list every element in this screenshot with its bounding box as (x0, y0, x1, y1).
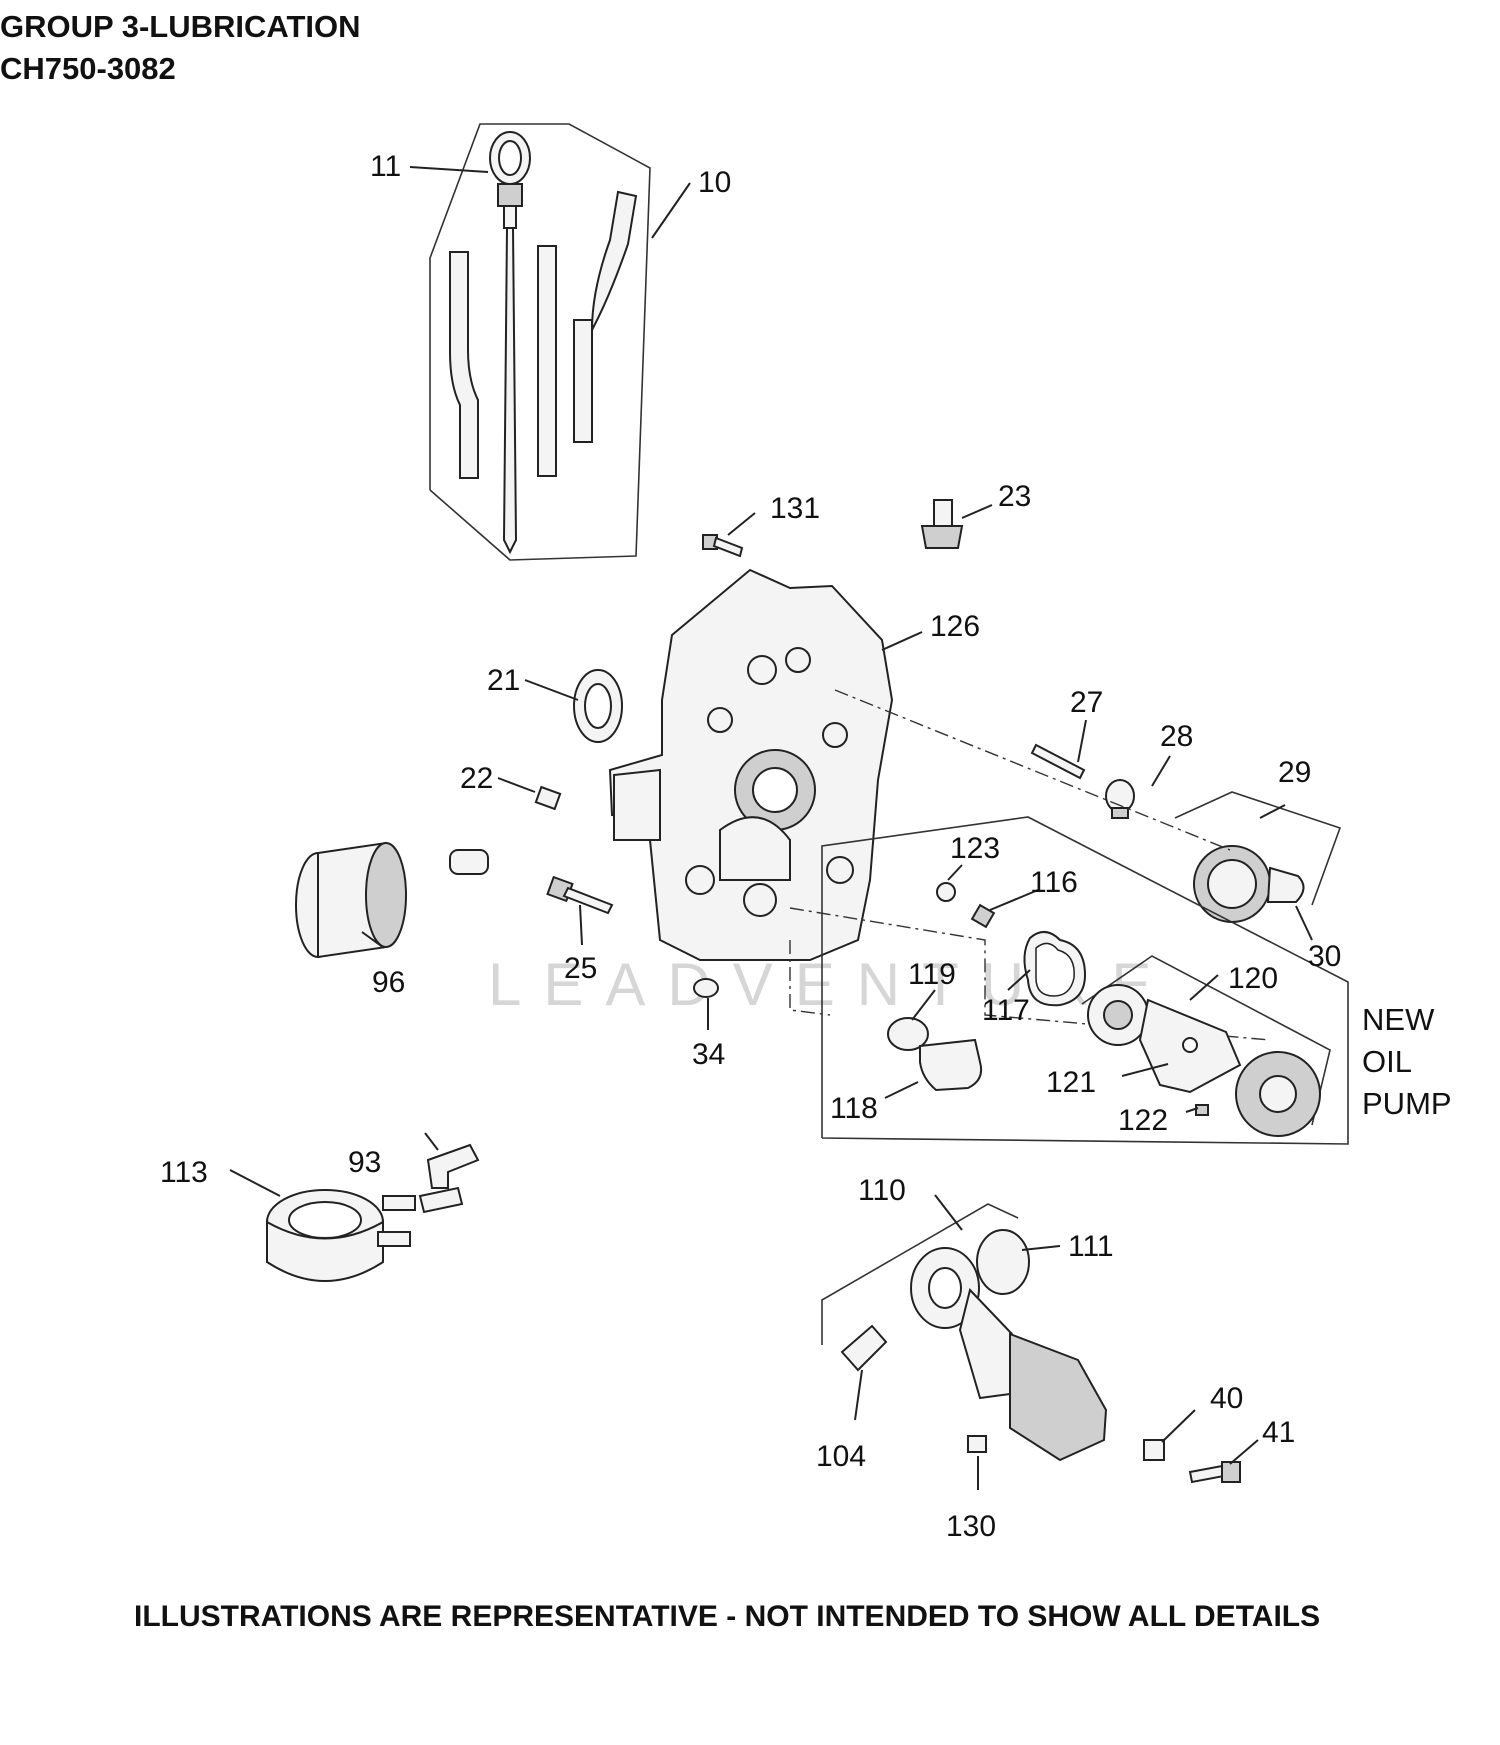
oil-cooler-group (821, 1203, 1241, 1484)
group-title: GROUP 3-LUBRICATION (0, 9, 361, 44)
filter-adapter (449, 849, 489, 875)
callout-25: 25 (564, 952, 597, 985)
callout-122: 122 (1118, 1104, 1168, 1137)
callout-110: 110 (858, 1174, 906, 1207)
note-line-3: PUMP (1362, 1086, 1452, 1121)
note-line-1: NEW (1362, 1002, 1435, 1037)
dipstick (489, 131, 531, 555)
callout-116: 116 (1030, 866, 1078, 899)
shaft-washer (1105, 779, 1135, 819)
disclaimer-footer: ILLUSTRATIONS ARE REPRESENTATIVE - NOT I… (134, 1600, 1321, 1633)
new-oil-pump-group (821, 816, 1349, 1145)
callout-11: 11 (370, 150, 401, 183)
callout-41: 41 (1262, 1416, 1295, 1449)
callout-10: 10 (698, 166, 731, 199)
oil-filter (295, 841, 407, 959)
callout-93: 93 (348, 1146, 381, 1179)
page-header: GROUP 3-LUBRICATION CH750-3082 (0, 6, 361, 90)
callout-130: 130 (946, 1510, 996, 1543)
leader-lines (229, 166, 1313, 1490)
callout-111: 111 (1068, 1230, 1114, 1263)
callout-131: 131 (770, 492, 820, 525)
model-number: CH750-3082 (0, 51, 176, 86)
governor-gear-assembly (1174, 791, 1342, 923)
callout-118: 118 (830, 1092, 878, 1125)
note-line-2: OIL (1362, 1044, 1412, 1079)
oil-pump-shaft (1030, 743, 1086, 780)
callout-104: 104 (816, 1440, 866, 1473)
callout-117: 117 (982, 994, 1030, 1027)
callout-34: 34 (692, 1038, 725, 1071)
hose-elbow (426, 1143, 480, 1189)
callout-120: 120 (1228, 962, 1278, 995)
callout-119: 119 (908, 958, 956, 991)
oil-seal (573, 669, 623, 743)
callout-27: 27 (1070, 686, 1103, 719)
callout-123: 123 (950, 832, 1000, 865)
dipstick-tube-group (429, 123, 651, 561)
callout-labels: 11 10 131 23 126 21 22 27 28 29 30 96 25… (160, 150, 1341, 1543)
hose-clamp (418, 1186, 464, 1214)
new-oil-pump-note: NEW OIL PUMP (1362, 1002, 1452, 1121)
bolt-131 (702, 534, 744, 558)
callout-96: 96 (372, 966, 405, 999)
oil-pressure-switch (920, 499, 964, 549)
callout-21: 21 (487, 664, 520, 697)
callout-28: 28 (1160, 720, 1193, 753)
callout-121: 121 (1046, 1066, 1096, 1099)
callout-22: 22 (460, 762, 493, 795)
oil-cooler-adapter (266, 1189, 416, 1282)
o-ring-34 (693, 978, 719, 998)
callout-23: 23 (998, 480, 1031, 513)
callout-40: 40 (1210, 1382, 1243, 1415)
callout-113: 113 (160, 1156, 208, 1189)
closure-plate (608, 568, 894, 961)
callout-126: 126 (930, 610, 980, 643)
dowel-pin (534, 785, 562, 811)
callout-29: 29 (1278, 756, 1311, 789)
callout-30: 30 (1308, 940, 1341, 973)
bolt-25 (546, 875, 614, 915)
